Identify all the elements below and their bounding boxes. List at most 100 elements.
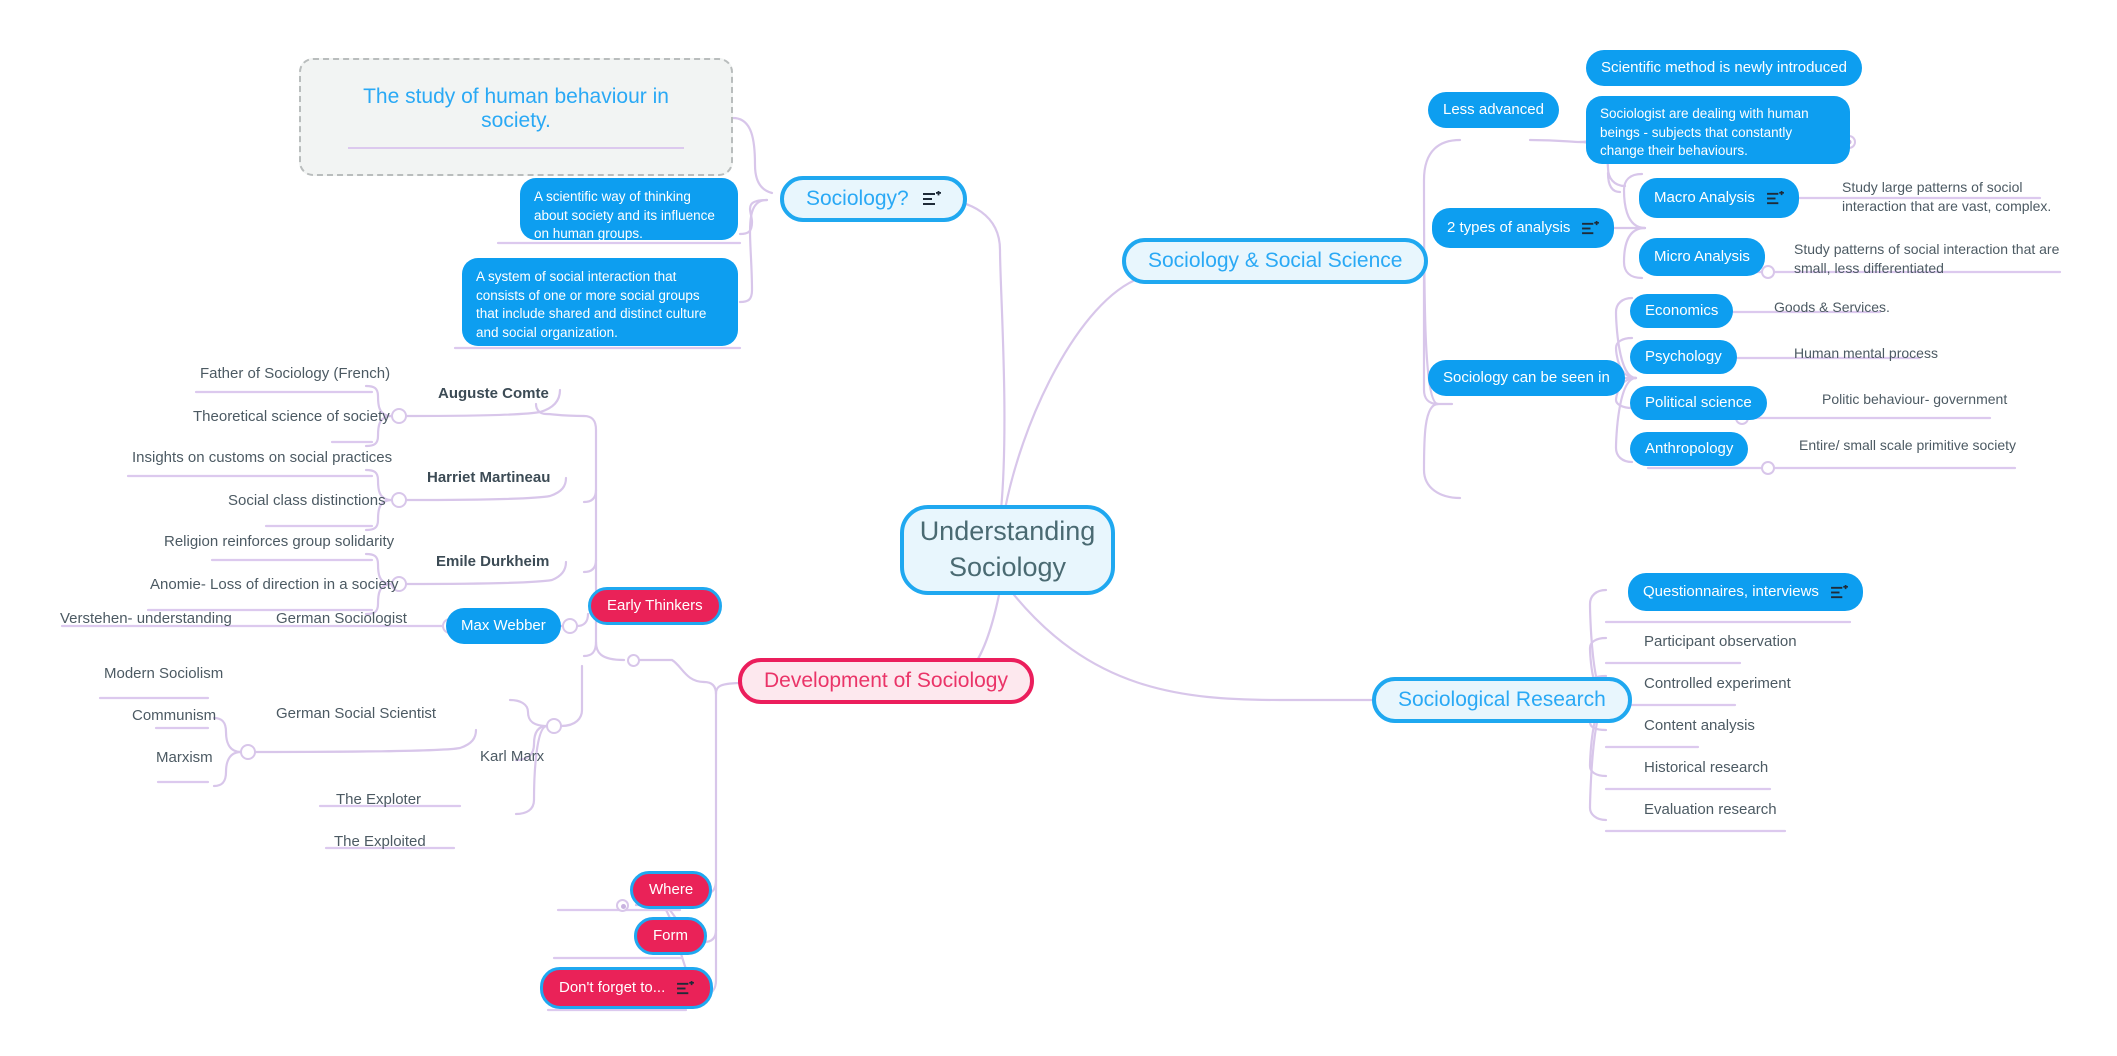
point-modern-sociolism[interactable]: Modern Sociolism [100,662,227,686]
subtopic-form[interactable]: Form [634,917,707,955]
detail-micro-analysis-label: Study patterns of social interaction tha… [1794,241,2060,276]
subtopic-political-science-label: Political science [1645,394,1752,412]
subtopic-early-thinkers-label: Early Thinkers [607,597,703,615]
subtopic-2-types-of-analysis[interactable]: 2 types of analysis [1432,208,1615,248]
thinker-auguste-comte[interactable]: Auguste Comte [434,382,553,406]
point-marxism[interactable]: Marxism [152,746,217,770]
detail-macro-analysis-label: Study large patterns of sociol interacti… [1842,179,2052,214]
subtopic-macro-analysis-label: Macro Analysis [1654,189,1755,207]
point-religion-reinforces-solidarity[interactable]: Religion reinforces group solidarity [160,530,398,554]
point-the-exploited-label: The Exploited [334,833,426,850]
note-card-sociology-definition: The study of human behaviour in society. [299,58,733,176]
note-add-icon[interactable] [1582,220,1600,236]
subtopic-participant-observation[interactable]: Participant observation [1640,630,1801,654]
subtopic-less-advanced[interactable]: Less advanced [1428,92,1559,128]
note-add-icon[interactable] [1830,584,1848,600]
point-german-social-scientist-label: German Social Scientist [276,705,437,722]
thinker-karl-marx-label: Karl Marx [480,748,545,765]
note-sociologist-dealing-human-beings-label: Sociologist are dealing with human being… [1600,106,1809,159]
point-communism[interactable]: Communism [128,704,220,728]
thinker-max-webber[interactable]: Max Webber [446,608,561,644]
detail-psychology-label: Human mental process [1794,345,1938,361]
thinker-harriet-martineau-label: Harriet Martineau [427,469,551,486]
topic-sociological-research[interactable]: Sociological Research [1372,677,1632,723]
subtopic-sociology-can-be-seen-in[interactable]: Sociology can be seen in [1428,360,1625,396]
detail-economics: Goods & Services. [1770,296,1894,318]
point-father-of-sociology[interactable]: Father of Sociology (French) [196,362,394,386]
thinker-karl-marx[interactable]: Karl Marx [476,745,548,769]
point-social-class-distinctions-label: Social class distinctions [228,492,386,509]
subtopic-evaluation-research-label: Evaluation research [1644,801,1777,818]
note-add-icon[interactable] [677,980,695,996]
detail-political-science-label: Politic behaviour- government [1822,391,2008,407]
subtopic-form-label: Form [653,927,688,945]
detail-psychology: Human mental process [1790,342,1942,364]
subtopic-micro-analysis-label: Micro Analysis [1654,248,1750,266]
point-anomie-loss-of-direction[interactable]: Anomie- Loss of direction in a society [146,573,402,597]
note-system-of-social-interaction[interactable]: A system of social interaction that cons… [462,258,738,346]
topic-sociology-question[interactable]: Sociology? [780,176,967,222]
subtopic-controlled-experiment[interactable]: Controlled experiment [1640,672,1795,696]
subtopic-anthropology[interactable]: Anthropology [1630,432,1749,466]
note-scientific-method-newly-introduced-label: Scientific method is newly introduced [1601,59,1847,77]
detail-economics-label: Goods & Services. [1774,299,1890,315]
thinker-harriet-martineau[interactable]: Harriet Martineau [423,466,554,490]
thinker-max-webber-label: Max Webber [461,617,546,635]
note-scientific-way-of-thinking[interactable]: A scientific way of thinking about socie… [520,178,738,241]
connector-ring-early-thinkers[interactable] [627,654,640,667]
subtopic-anthropology-label: Anthropology [1645,440,1734,458]
subtopic-questionnaires-interviews[interactable]: Questionnaires, interviews [1628,573,1863,611]
point-the-exploited[interactable]: The Exploited [330,830,430,854]
topic-sociology-social-science[interactable]: Sociology & Social Science [1122,238,1429,284]
note-scientific-method-newly-introduced[interactable]: Scientific method is newly introduced [1586,50,1862,86]
detail-political-science: Politic behaviour- government [1818,388,2011,410]
subtopic-historical-research-label: Historical research [1644,759,1769,776]
topic-development-of-sociology[interactable]: Development of Sociology [738,658,1034,704]
note-add-icon[interactable] [1766,190,1784,206]
topic-sociological-research-label: Sociological Research [1398,688,1606,712]
subtopic-content-analysis[interactable]: Content analysis [1640,714,1759,738]
point-marxism-label: Marxism [156,749,213,766]
subtopic-less-advanced-label: Less advanced [1443,101,1544,119]
point-father-of-sociology-label: Father of Sociology (French) [200,365,391,382]
note-add-icon[interactable] [922,191,941,207]
thinker-emile-durkheim[interactable]: Emile Durkheim [432,550,553,574]
subtopic-psychology-label: Psychology [1645,348,1722,366]
point-insights-on-customs[interactable]: Insights on customs on social practices [128,446,396,470]
point-social-class-distinctions[interactable]: Social class distinctions [224,489,390,513]
subtopic-sociology-can-be-seen-in-label: Sociology can be seen in [1443,369,1610,387]
point-german-sociologist[interactable]: German Sociologist [272,607,411,631]
note-system-of-social-interaction-label: A system of social interaction that cons… [476,269,707,340]
subtopic-historical-research[interactable]: Historical research [1640,756,1772,780]
subtopic-where-label: Where [649,881,694,899]
point-theoretical-science-of-society-label: Theoretical science of society [193,408,390,425]
subtopic-political-science[interactable]: Political science [1630,386,1767,420]
connector-ring-dont-forget[interactable] [616,899,629,912]
point-theoretical-science-of-society[interactable]: Theoretical science of society [189,405,394,429]
subtopic-dont-forget-to[interactable]: Don't forget to... [540,967,714,1009]
point-verstehen-understanding[interactable]: Verstehen- understanding [56,607,236,631]
topic-sociology-social-science-label: Sociology & Social Science [1148,249,1403,273]
subtopic-where[interactable]: Where [630,871,713,909]
note-scientific-way-of-thinking-label: A scientific way of thinking about socie… [534,189,715,242]
point-german-social-scientist[interactable]: German Social Scientist [272,702,440,726]
subtopic-early-thinkers[interactable]: Early Thinkers [588,587,722,625]
root-node-label: Understanding Sociology [919,516,1096,582]
note-sociologist-dealing-human-beings[interactable]: Sociologist are dealing with human being… [1586,96,1850,164]
point-german-sociologist-label: German Sociologist [276,610,407,627]
subtopic-psychology[interactable]: Psychology [1630,340,1737,374]
point-the-exploter-label: The Exploter [336,791,422,808]
point-the-exploter[interactable]: The Exploter [332,788,425,812]
point-verstehen-understanding-label: Verstehen- understanding [60,610,232,627]
subtopic-micro-analysis[interactable]: Micro Analysis [1639,238,1765,276]
note-card-text: The study of human behaviour in society. [348,85,684,149]
point-religion-reinforces-solidarity-label: Religion reinforces group solidarity [164,533,395,550]
subtopic-evaluation-research[interactable]: Evaluation research [1640,798,1781,822]
point-modern-sociolism-label: Modern Sociolism [104,665,224,682]
topic-development-of-sociology-label: Development of Sociology [764,669,1008,693]
subtopic-economics[interactable]: Economics [1630,294,1734,328]
root-node-understanding-sociology[interactable]: Understanding Sociology [900,505,1115,595]
subtopic-controlled-experiment-label: Controlled experiment [1644,675,1791,692]
subtopic-macro-analysis[interactable]: Macro Analysis [1639,178,1799,218]
